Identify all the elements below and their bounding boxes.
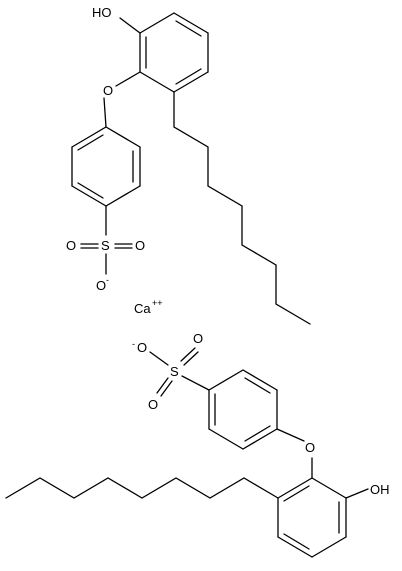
bottom-s-o-bond-top-2 — [183, 351, 199, 366]
bottom-c-s-bond — [181, 375, 210, 391]
bottom-ether-bond-1 — [276, 428, 305, 442]
bottom-benzenesulfonate-ring — [208, 369, 278, 450]
bottom-s-o-bond-bottom-1 — [156, 377, 169, 394]
bottom-anion-charge: - — [132, 339, 135, 349]
calcium-counter-ion: Ca ++ — [134, 298, 163, 316]
top-molecule: HO O S O O O - — [66, 5, 311, 325]
top-anion-oxygen-label: O — [96, 278, 106, 293]
bottom-sulfonyl-oxygen-top: O — [193, 331, 203, 346]
bottom-phenol-ring — [277, 477, 347, 558]
bottom-molecule: - O O S O O — [5, 331, 390, 558]
top-octyl-chain — [173, 91, 311, 325]
top-anion-charge: - — [106, 275, 109, 285]
bottom-s-o-bond-bottom-2 — [160, 380, 173, 397]
calcium-charge: ++ — [152, 298, 163, 308]
top-benzenesulfonate-ring — [71, 126, 141, 207]
top-ether-oxygen-label: O — [103, 83, 113, 98]
bottom-hydroxyl-bond — [345, 488, 369, 499]
top-hydroxyl-label: HO — [92, 5, 112, 20]
bottom-hydroxyl-label: OH — [370, 482, 390, 497]
top-sulfonyl-oxygen-right: O — [135, 238, 145, 253]
calcium-label: Ca — [134, 301, 151, 316]
bottom-anion-oxygen-label: O — [137, 340, 147, 355]
bottom-sulfur-label: S — [170, 364, 179, 379]
bottom-sulfonyl-oxygen-bottom: O — [148, 397, 158, 412]
bottom-s-o-bond-top-1 — [180, 347, 196, 362]
bottom-ether-oxygen-label: O — [305, 440, 315, 455]
bottom-octyl-chain — [5, 477, 279, 499]
top-hydroxyl-bond — [119, 17, 141, 34]
top-ether-bond-2 — [103, 97, 107, 128]
top-sulfonyl-oxygen-left: O — [66, 238, 76, 253]
top-ether-bond-1 — [115, 71, 141, 87]
bottom-s-o-anion-bond — [149, 351, 169, 366]
top-sulfur-label: S — [101, 238, 110, 253]
top-phenol-ring — [139, 12, 209, 93]
